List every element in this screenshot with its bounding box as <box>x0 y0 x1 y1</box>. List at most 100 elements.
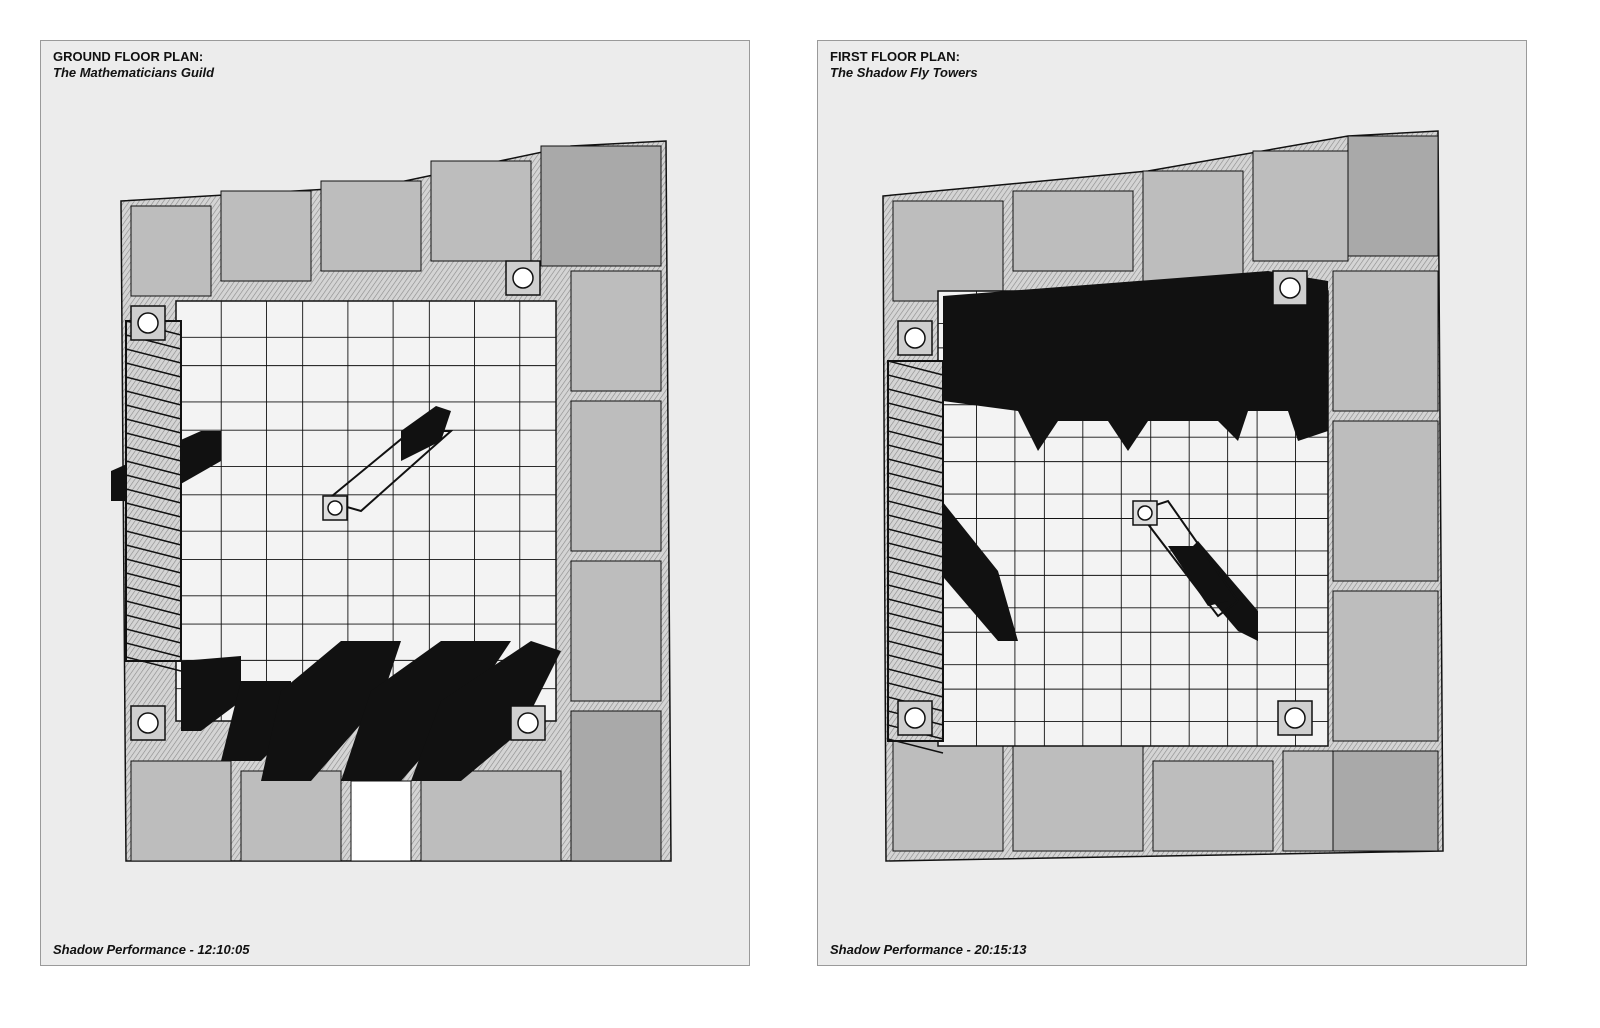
scaffold-brace <box>125 418 182 434</box>
cast-shadow <box>341 641 511 781</box>
room-block <box>350 780 412 862</box>
sphere <box>517 712 539 734</box>
fly-frame <box>323 430 454 513</box>
wheel-icon <box>1137 505 1153 521</box>
first-floor-plan-panel: FIRST FLOOR PLAN: The Shadow Fly Towers … <box>817 40 1527 966</box>
scaffold-brace <box>887 598 944 614</box>
shadow-performance-caption: Shadow Performance - 12:10:05 <box>53 942 250 957</box>
room-block <box>220 190 312 282</box>
cast-shadow <box>411 641 561 781</box>
cast-shadow <box>261 641 401 781</box>
plan-title: FIRST FLOOR PLAN: <box>830 49 960 64</box>
scaffold-brace <box>125 432 182 448</box>
room-block <box>430 160 532 262</box>
fly-box <box>1132 500 1158 526</box>
scaffold-brace <box>887 444 944 460</box>
scaffold-brace <box>125 446 182 462</box>
room-block <box>420 770 562 862</box>
scaffold-brace <box>887 738 944 754</box>
scaffold-brace <box>125 362 182 378</box>
scaffold-brace <box>125 558 182 574</box>
scaffold-brace <box>887 584 944 600</box>
scaffold-brace <box>125 376 182 392</box>
room-block <box>892 200 1004 302</box>
scaffold-brace <box>887 612 944 628</box>
scaffold-brace <box>125 600 182 616</box>
fly-shadow <box>401 406 451 461</box>
sphere <box>1284 707 1306 729</box>
sphere <box>137 312 159 334</box>
cast-shadow <box>943 271 1328 451</box>
room-block <box>1282 750 1334 852</box>
scaffold-brace <box>887 458 944 474</box>
scaffold-brace <box>887 416 944 432</box>
wheel-icon <box>327 500 343 516</box>
scaffold-brace <box>887 360 944 376</box>
room-block <box>1142 170 1244 282</box>
scaffold-brace <box>125 544 182 560</box>
plan-subtitle: The Shadow Fly Towers <box>830 65 978 80</box>
scaffold-brace <box>887 640 944 656</box>
room-block <box>130 760 232 862</box>
scaffold-brace <box>125 390 182 406</box>
scaffold-brace <box>887 654 944 670</box>
scaffold-brace <box>125 586 182 602</box>
room-block <box>570 270 662 392</box>
room-block <box>1012 740 1144 852</box>
scaffold-brace <box>125 502 182 518</box>
scaffold-brace <box>887 528 944 544</box>
sphere <box>137 712 159 734</box>
ground-floor-plan-drawing <box>111 140 672 862</box>
scaffold-brace <box>125 348 182 364</box>
first-floor-plan-drawing <box>882 130 1444 862</box>
scaffold-brace <box>887 668 944 684</box>
scaffold-brace <box>125 642 182 658</box>
sphere <box>1279 277 1301 299</box>
sphere <box>904 327 926 349</box>
scaffold-brace <box>887 556 944 572</box>
room-block <box>1332 750 1439 852</box>
scaffold-brace <box>887 500 944 516</box>
room-block <box>570 710 662 862</box>
scaffold-brace <box>887 682 944 698</box>
corner-tower <box>897 700 933 736</box>
shadow-performance-caption: Shadow Performance - 20:15:13 <box>830 942 1027 957</box>
scaffold-tower <box>887 360 944 742</box>
room-block <box>1332 270 1439 412</box>
scaffold-brace <box>887 374 944 390</box>
scaffold-brace <box>125 628 182 644</box>
scaffold-brace <box>125 614 182 630</box>
scaffold-brace <box>125 474 182 490</box>
scaffold-brace <box>887 430 944 446</box>
cast-shadow <box>181 656 241 731</box>
scaffold-brace <box>125 530 182 546</box>
scaffold-brace <box>887 570 944 586</box>
room-block <box>1332 420 1439 582</box>
sphere <box>904 707 926 729</box>
room-block <box>320 180 422 272</box>
room-block <box>1332 590 1439 742</box>
room-block <box>540 145 662 267</box>
scaffold-brace <box>125 404 182 420</box>
scaffold-brace <box>125 572 182 588</box>
room-block <box>1252 150 1349 262</box>
plan-subtitle: The Mathematicians Guild <box>53 65 215 80</box>
ground-floor-plan-panel: GROUND FLOOR PLAN: The Mathematicians Gu… <box>40 40 750 966</box>
room-block <box>570 560 662 702</box>
scaffold-brace <box>887 542 944 558</box>
room-block <box>1347 135 1439 257</box>
scaffold-brace <box>125 656 182 672</box>
fly-shadow <box>1168 546 1228 606</box>
scaffold-brace <box>125 516 182 532</box>
scaffold-brace <box>125 460 182 476</box>
scaffold-brace <box>887 472 944 488</box>
scaffold-brace <box>887 514 944 530</box>
scaffold-brace <box>887 388 944 404</box>
room-block <box>1012 190 1134 272</box>
plan-title: GROUND FLOOR PLAN: <box>53 49 204 64</box>
scaffold-brace <box>887 486 944 502</box>
scaffold-brace <box>887 402 944 418</box>
room-block <box>570 400 662 552</box>
scaffold-brace <box>125 488 182 504</box>
room-block <box>892 740 1004 852</box>
